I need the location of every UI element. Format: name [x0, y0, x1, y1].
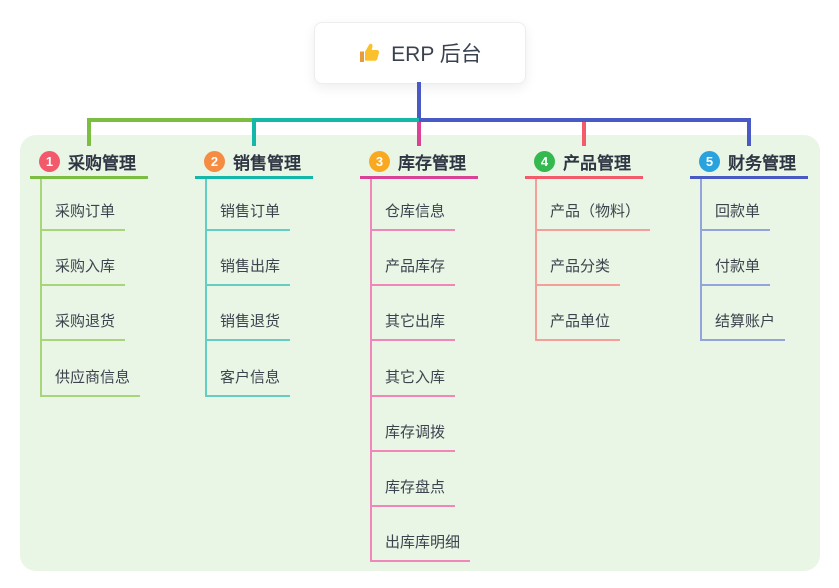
- child-node[interactable]: 付款单: [700, 256, 771, 287]
- child-node[interactable]: 采购订单: [40, 201, 126, 231]
- branch-node-产品管理[interactable]: 4 产品管理: [525, 146, 643, 179]
- branch-spine-line: [205, 179, 207, 397]
- branch-connector-line: [417, 122, 421, 146]
- child-node[interactable]: 销售订单: [205, 201, 291, 231]
- child-node-label: 仓库信息: [370, 201, 456, 231]
- child-node[interactable]: 产品单位: [535, 311, 621, 342]
- child-node[interactable]: 库存盘点: [370, 477, 456, 507]
- child-node-label: 销售退货: [205, 311, 291, 342]
- child-node-label: 库存盘点: [370, 477, 456, 507]
- branch-connector-line: [252, 118, 256, 146]
- branch-node-销售管理[interactable]: 2 销售管理: [195, 146, 313, 179]
- child-node[interactable]: 产品（物料）: [535, 201, 651, 231]
- branch-spine-line: [40, 179, 42, 397]
- branch-number-badge: 1: [39, 150, 60, 172]
- child-node-label: 销售出库: [205, 256, 291, 287]
- branch-node-采购管理[interactable]: 1 采购管理: [30, 146, 148, 179]
- child-node-label: 结算账户: [700, 311, 786, 342]
- branch-label: 财务管理: [728, 153, 796, 173]
- branch-connector-line: [747, 118, 751, 146]
- branch-number-badge: 2: [204, 150, 225, 172]
- child-node[interactable]: 出库库明细: [370, 532, 471, 563]
- child-node-label: 采购订单: [40, 201, 126, 231]
- branch-number-badge: 5: [699, 150, 720, 172]
- branch-label: 采购管理: [68, 153, 136, 173]
- child-node[interactable]: 客户信息: [205, 367, 291, 397]
- child-node[interactable]: 库存调拨: [370, 422, 456, 452]
- child-node[interactable]: 其它入库: [370, 367, 456, 397]
- mindmap-container: [20, 135, 820, 571]
- child-node[interactable]: 其它出库: [370, 311, 456, 342]
- child-node-label: 库存调拨: [370, 422, 456, 452]
- child-node[interactable]: 销售出库: [205, 256, 291, 287]
- branch-spine-line: [370, 179, 372, 563]
- child-node-label: 出库库明细: [370, 532, 471, 563]
- child-node[interactable]: 产品库存: [370, 256, 456, 287]
- branch-label: 产品管理: [563, 153, 631, 173]
- thumbs-up-icon: [360, 43, 380, 62]
- trunk-connector-line: [252, 118, 419, 122]
- child-node[interactable]: 销售退货: [205, 311, 291, 342]
- branch-connector-line: [87, 118, 91, 146]
- child-node-label: 付款单: [700, 256, 771, 287]
- child-node-label: 产品（物料）: [535, 201, 651, 231]
- child-node-label: 产品库存: [370, 256, 456, 287]
- child-node[interactable]: 产品分类: [535, 256, 621, 287]
- trunk-connector-line: [419, 118, 751, 122]
- child-node[interactable]: 仓库信息: [370, 201, 456, 231]
- child-node[interactable]: 回款单: [700, 201, 771, 231]
- child-node[interactable]: 采购入库: [40, 256, 126, 287]
- branch-number-badge: 4: [534, 150, 555, 172]
- child-node-label: 产品单位: [535, 311, 621, 342]
- child-node-label: 采购入库: [40, 256, 126, 287]
- child-node-label: 采购退货: [40, 311, 126, 342]
- child-node-label: 产品分类: [535, 256, 621, 287]
- branch-number-badge: 3: [369, 150, 390, 172]
- branch-label: 销售管理: [233, 153, 301, 173]
- child-node[interactable]: 结算账户: [700, 311, 786, 342]
- child-node-label: 其它出库: [370, 311, 456, 342]
- child-node[interactable]: 供应商信息: [40, 367, 141, 397]
- root-connector-line: [417, 82, 421, 118]
- child-node-label: 其它入库: [370, 367, 456, 397]
- root-title: ERP 后台: [391, 43, 482, 66]
- branch-connector-line: [582, 122, 586, 146]
- child-node-label: 供应商信息: [40, 367, 141, 397]
- child-node[interactable]: 采购退货: [40, 311, 126, 342]
- branch-spine-line: [535, 179, 537, 342]
- child-node-label: 销售订单: [205, 201, 291, 231]
- branch-node-库存管理[interactable]: 3 库存管理: [360, 146, 478, 179]
- branch-node-财务管理[interactable]: 5 财务管理: [690, 146, 808, 179]
- branch-label: 库存管理: [398, 153, 466, 173]
- branch-spine-line: [700, 179, 702, 342]
- root-node[interactable]: ERP 后台: [314, 22, 526, 84]
- trunk-connector-line: [87, 118, 252, 122]
- child-node-label: 回款单: [700, 201, 771, 231]
- child-node-label: 客户信息: [205, 367, 291, 397]
